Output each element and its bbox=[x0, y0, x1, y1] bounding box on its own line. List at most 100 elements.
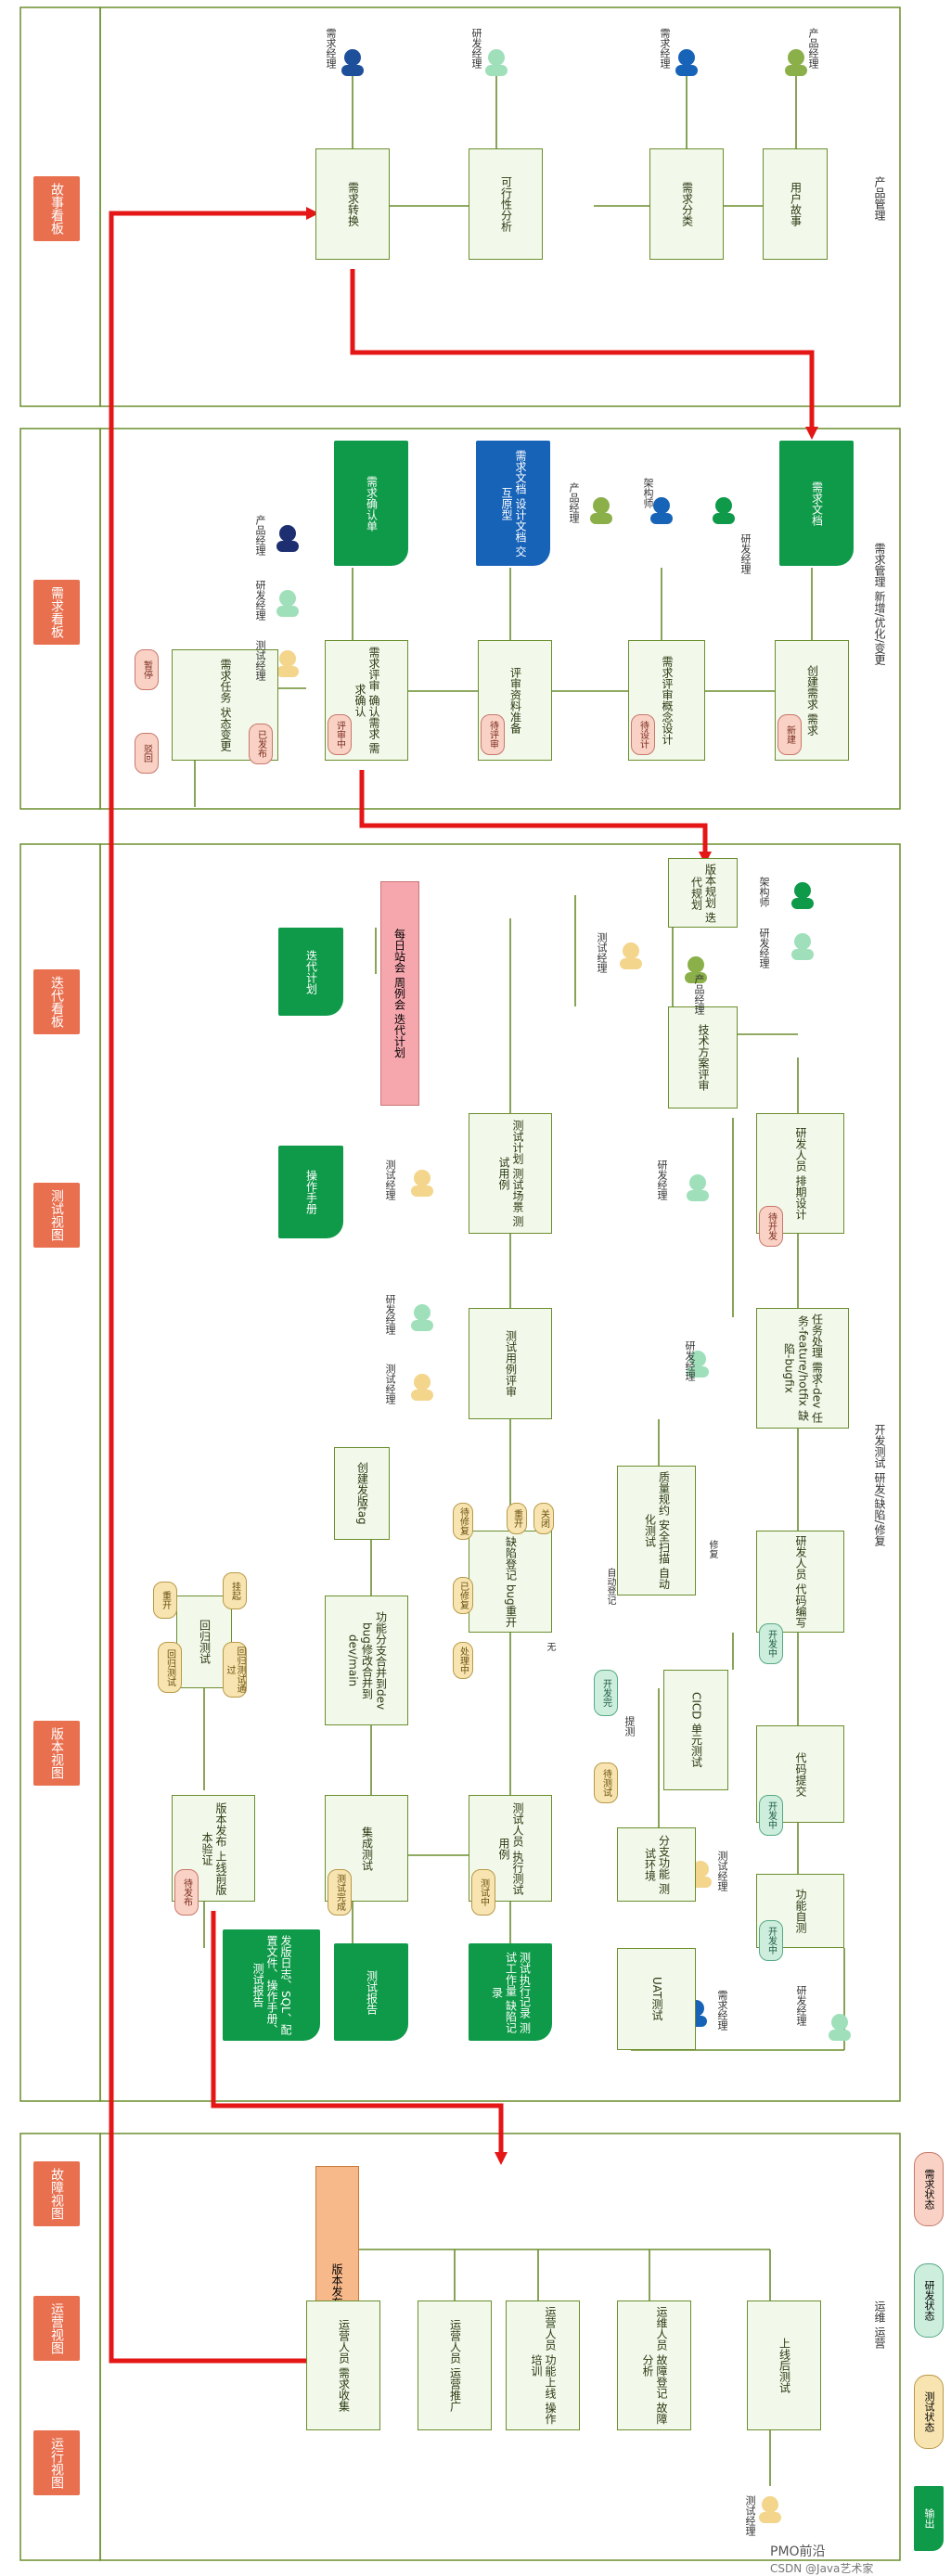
doc-design-doc: 需求文档 设计文档 交互原型 bbox=[476, 441, 550, 566]
role-architect: 架构师 bbox=[642, 478, 654, 508]
box-dev-coding[interactable]: 研发人员 代码编写 bbox=[756, 1531, 844, 1633]
watermark-credit: CSDN @Java艺术家 bbox=[770, 2562, 874, 2575]
role-dev-mgr-sched: 研发经理 bbox=[656, 1160, 668, 1200]
role-dev-mgr-task: 研发经理 bbox=[684, 1340, 696, 1381]
tag-fixed: 已修复 bbox=[453, 1577, 473, 1614]
box-feasibility[interactable]: 可行性分析 bbox=[469, 148, 543, 260]
box-uat[interactable]: UAT测试 bbox=[617, 1948, 696, 2050]
tag-dev-done: 开发完 bbox=[594, 1670, 618, 1716]
lane-version-label: 版本视图 bbox=[33, 1721, 80, 1786]
watermark-brand: PMO前沿 bbox=[770, 2544, 826, 2559]
tag-suspend: 挂起 bbox=[223, 1572, 247, 1609]
role-product-mgr-confirm: 产品经理 bbox=[254, 515, 266, 556]
role-product-mgr-req: 产品经理 bbox=[568, 482, 580, 523]
box-ops-train[interactable]: 运营人员 功能上线 操作培训 bbox=[506, 2300, 580, 2430]
box-ops-promo[interactable]: 运营人员 运营推广 bbox=[418, 2300, 492, 2430]
box-dev-schedule[interactable]: 研发人员 排期设计 bbox=[756, 1113, 844, 1234]
role-dev-mgr-confirm: 研发经理 bbox=[254, 580, 266, 621]
lane-iteration-label: 迭代看板 bbox=[33, 969, 80, 1034]
box-req-classify[interactable]: 需求分类 bbox=[649, 148, 724, 260]
section-req-mgmt: 需求管理 新增/优化/变更 bbox=[873, 543, 886, 665]
role-dev-mgr-review: 研发经理 bbox=[384, 1294, 396, 1335]
role-test-mgr-branch: 测试经理 bbox=[716, 1851, 728, 1891]
tag-pending-fix: 待修复 bbox=[453, 1503, 473, 1540]
tag-test-done: 测试完成 bbox=[328, 1869, 352, 1916]
role-dev-mgr-iter: 研发经理 bbox=[758, 928, 770, 968]
tag-rejected: 驳回 bbox=[135, 733, 159, 774]
tag-handling: 处理中 bbox=[453, 1642, 473, 1679]
tag-published: 已发布 bbox=[249, 724, 273, 764]
tag-pending-dev: 待开发 bbox=[759, 1206, 783, 1247]
bar-daily-standup: 每日站会 周例会 迭代计划 bbox=[380, 881, 419, 1106]
annotation-auto-reg: 自动登记 bbox=[605, 1568, 615, 1605]
tag-developing-2: 开发中 bbox=[759, 1795, 783, 1836]
tag-pending-test: 待测试 bbox=[594, 1762, 618, 1803]
legend-dev-status: 研发状态 bbox=[914, 2263, 944, 2338]
box-ops-collect[interactable]: 运营人员 需求收集 bbox=[306, 2300, 380, 2430]
box-create-tag[interactable]: 创建发版tag bbox=[334, 1447, 390, 1540]
box-integration[interactable]: 集成测试 bbox=[325, 1795, 408, 1902]
tag-developing: 开发中 bbox=[759, 1623, 783, 1664]
role-test-mgr-online: 测试经理 bbox=[744, 2495, 756, 2536]
doc-test-manual: 操作手册 bbox=[278, 1146, 343, 1238]
role-dev-mgr: 研发经理 bbox=[470, 28, 482, 69]
role-product-mgr-iter: 产品经理 bbox=[693, 974, 705, 1015]
section-product: 产品管理 bbox=[873, 176, 886, 221]
box-user-story[interactable]: 用户故事 bbox=[763, 148, 828, 260]
role-architect-iter: 架构师 bbox=[758, 877, 770, 907]
doc-exec-record: 测试执行记录 测试工作量 缺陷记录 bbox=[469, 1943, 552, 2041]
legend-output: 输出 bbox=[914, 2486, 944, 2551]
box-test-plan[interactable]: 测试计划 测试场景 测试用例 bbox=[469, 1113, 552, 1234]
box-cicd[interactable]: CICD 单元测试 bbox=[663, 1670, 728, 1790]
tag-regression-pass: 回归测试通过 bbox=[223, 1642, 247, 1698]
tag-paused: 暂停 bbox=[135, 649, 159, 690]
tag-testing: 测试中 bbox=[471, 1869, 495, 1916]
tag-reopen-reg: 重开 bbox=[153, 1582, 177, 1619]
lane-fault-label: 故障视图 bbox=[33, 2161, 80, 2226]
role-req-mgr-uat: 需求经理 bbox=[716, 1990, 728, 2031]
annotation-none: 无 bbox=[545, 1642, 555, 1651]
legend-test-status: 测试状态 bbox=[914, 2375, 944, 2449]
role-dev-mgr-req: 研发经理 bbox=[739, 533, 752, 574]
legend-req-status: 需求状态 bbox=[914, 2152, 944, 2226]
box-ops-fault[interactable]: 运维人员 故障登记 故障分析 bbox=[617, 2300, 691, 2430]
box-code-quality[interactable]: 质量规约 安全扫描 自动化测试 bbox=[617, 1466, 696, 1596]
role-test-mgr-iter: 测试经理 bbox=[596, 932, 608, 973]
section-dev: 开发测试 研发/缺陷/修复 bbox=[873, 1424, 886, 1546]
role-req-mgr-2: 需求经理 bbox=[325, 28, 337, 69]
doc-req-confirm: 需求确认单 bbox=[334, 441, 408, 566]
box-bug-reg[interactable]: 缺陷登记 bug重开 bbox=[469, 1531, 552, 1633]
tag-reg-test: 回归测试 bbox=[158, 1642, 182, 1693]
box-req-confirm[interactable]: 需求评审 确认需求 需求确认 bbox=[325, 640, 408, 761]
box-req-convert[interactable]: 需求转换 bbox=[315, 148, 390, 260]
role-test-mgr-plan: 测试经理 bbox=[384, 1160, 396, 1200]
tag-pending-release: 待发布 bbox=[174, 1869, 199, 1916]
doc-iter-plan: 迭代计划 bbox=[278, 928, 343, 1016]
role-dev-mgr-self: 研发经理 bbox=[795, 1985, 807, 2026]
doc-req-doc: 需求文档 bbox=[779, 441, 854, 566]
role-test-mgr-review: 测试经理 bbox=[384, 1364, 396, 1404]
lane-run-label: 运行视图 bbox=[33, 2430, 80, 2495]
role-req-mgr: 需求经理 bbox=[659, 28, 671, 69]
doc-test-report: 测试报告 bbox=[334, 1943, 408, 2041]
lane-ops-label: 运营视图 bbox=[33, 2296, 80, 2361]
tag-closed: 关闭 bbox=[533, 1503, 554, 1534]
label-submit: 提测 bbox=[623, 1716, 636, 1737]
box-branch-test[interactable]: 分支功能 测试环境 bbox=[617, 1827, 696, 1902]
lane-test-label: 测试视图 bbox=[33, 1183, 80, 1248]
role-test-mgr-confirm: 测试经理 bbox=[254, 640, 266, 681]
lane-story-label: 故事看板 bbox=[33, 176, 80, 241]
section-ops: 运维 运营 bbox=[873, 2300, 886, 2349]
box-tech-review[interactable]: 技术方案评审 bbox=[668, 1006, 738, 1109]
box-case-review[interactable]: 测试用例评审 bbox=[469, 1308, 552, 1419]
doc-release: 发版日志、SQL、配置文件、操作手册、测试报告 bbox=[223, 1929, 320, 2041]
annotation-fix: 修复 bbox=[707, 1540, 717, 1558]
box-online-test[interactable]: 上线后测试 bbox=[747, 2300, 821, 2430]
tag-pending-design: 待设计 bbox=[631, 714, 655, 755]
box-task-dev[interactable]: 任务处理 需求-dev 任务-feature/hotfix 缺陷-bugfix bbox=[756, 1308, 849, 1429]
tag-developing-3: 开发中 bbox=[759, 1920, 783, 1961]
tag-new: 新建 bbox=[778, 714, 802, 755]
box-merge-branch[interactable]: 功能分支合并到dev bug修改合并到dev/main bbox=[325, 1596, 408, 1725]
box-version-plan[interactable]: 版本规划 迭代规划 bbox=[668, 858, 738, 928]
